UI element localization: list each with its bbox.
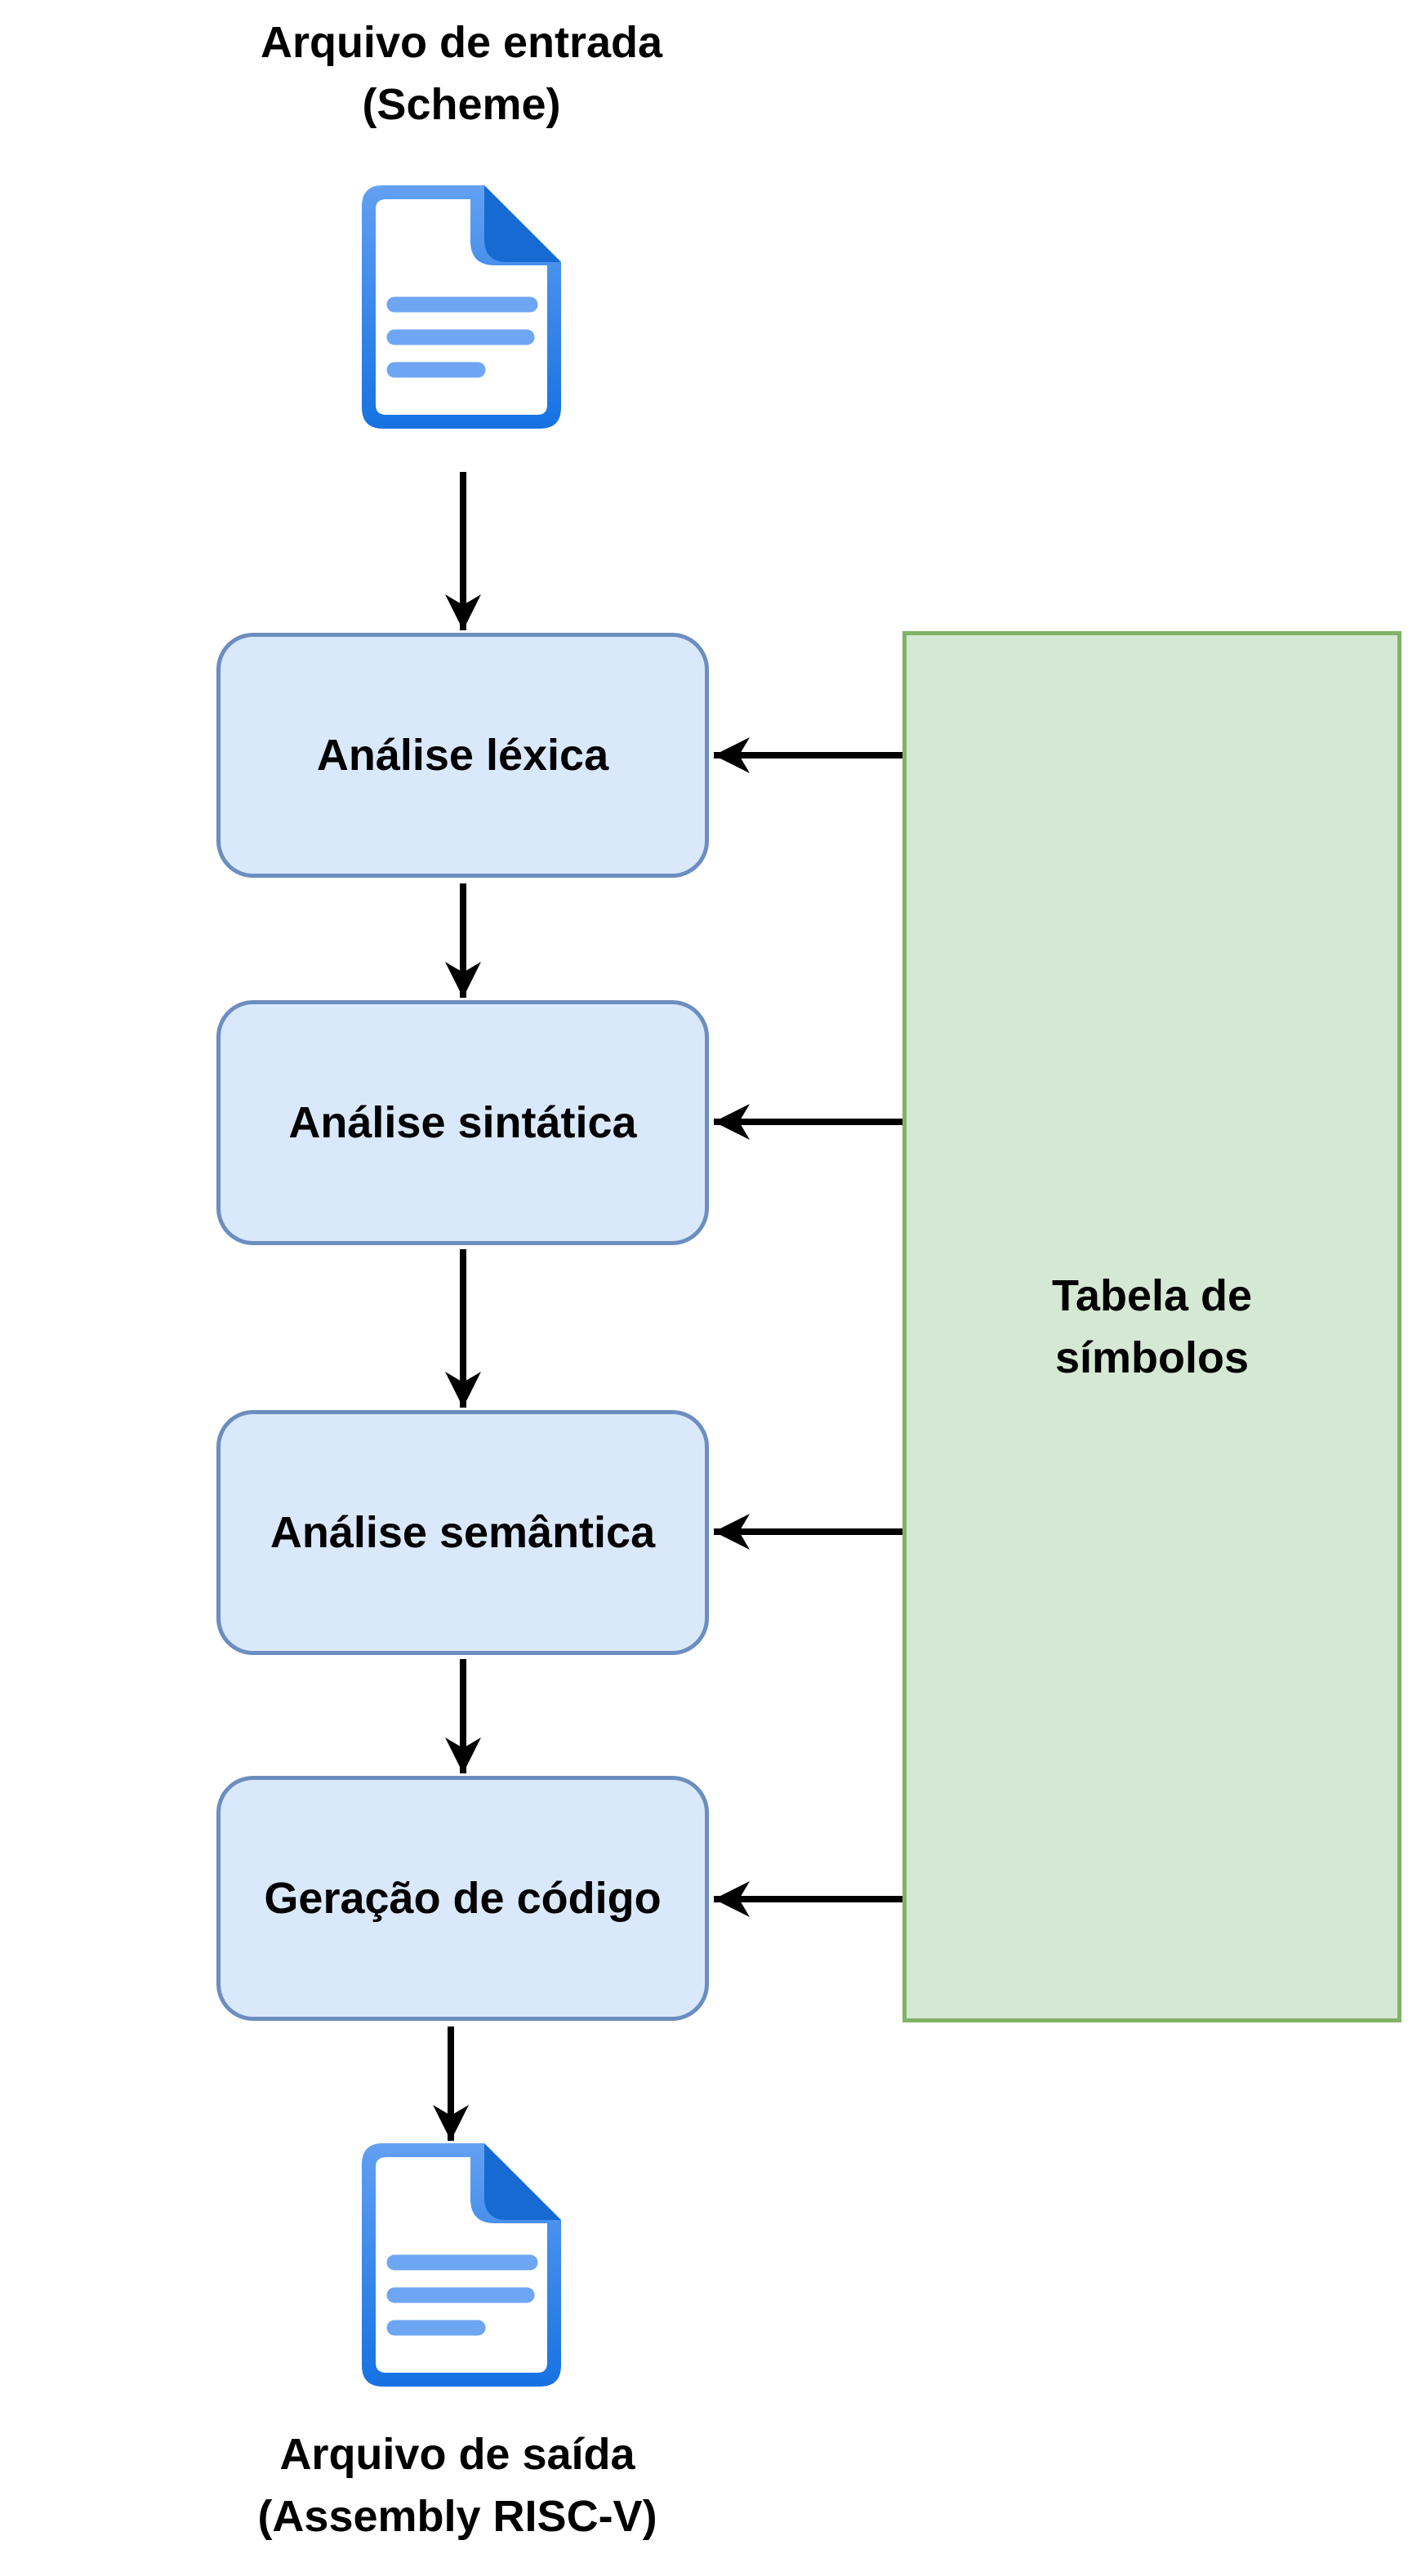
process-box-label: Análise semântica: [270, 1508, 656, 1557]
process-box-label: Análise léxica: [316, 731, 609, 780]
process-box-analise-lexica: Análise léxica: [216, 633, 709, 878]
process-box-geracao-de-codigo: Geração de código: [216, 1776, 709, 2021]
input-file-label-line2: (Scheme): [362, 80, 561, 129]
input-file-label-line1: Arquivo de entrada: [260, 18, 663, 67]
input-file-document-icon: [362, 185, 561, 429]
process-box-analise-sintatica: Análise sintática: [216, 1000, 709, 1245]
symbol-table-label-line1: Tabela de: [1051, 1271, 1253, 1320]
process-box-label: Geração de código: [264, 1874, 662, 1923]
output-file-label-line2: (Assembly RISC-V): [257, 2492, 657, 2541]
process-box-analise-semantica: Análise semântica: [216, 1410, 709, 1655]
output-file-label: Arquivo de saída (Assembly RISC-V): [131, 2423, 784, 2547]
output-file-label-line1: Arquivo de saída: [279, 2430, 635, 2479]
process-box-label: Análise sintática: [288, 1098, 637, 1147]
output-file-document-icon: [362, 2143, 561, 2387]
input-file-label: Arquivo de entrada (Scheme): [135, 11, 788, 136]
symbol-table-box: Tabela de símbolos: [902, 631, 1401, 2022]
symbol-table-label-line2: símbolos: [1054, 1333, 1250, 1382]
